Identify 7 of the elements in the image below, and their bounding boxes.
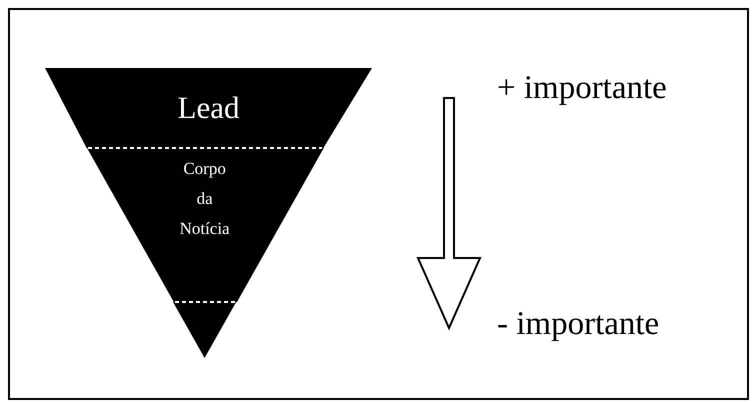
- importance-label: - importante: [497, 306, 660, 343]
- importance-label: + importante: [497, 70, 667, 107]
- section-text: Corpo da Notícia: [178, 158, 231, 240]
- body-section: [86, 148, 324, 302]
- lead-section: [45, 68, 372, 148]
- bottom-section: [173, 302, 237, 358]
- section-heading: Lead: [176, 90, 240, 126]
